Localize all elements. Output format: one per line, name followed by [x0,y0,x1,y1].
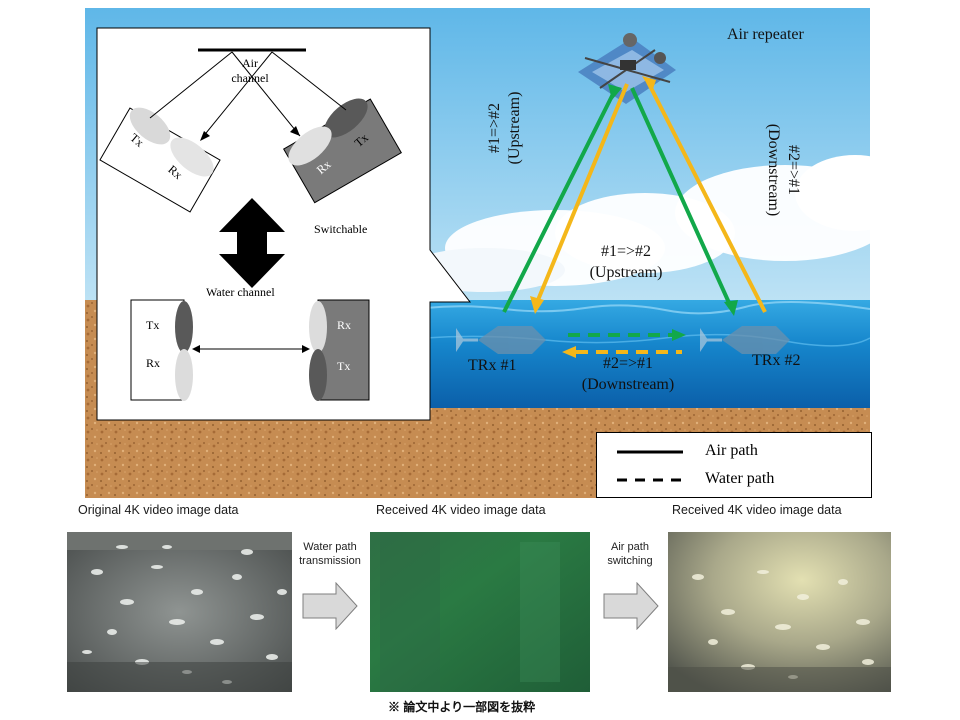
received-air-frame-image [668,532,891,692]
water-left-box [130,299,185,401]
caption-received-air: Received 4K video image data [672,503,842,517]
caption-received-water: Received 4K video image data [376,503,546,517]
legend-box: Air path Water path [596,432,872,498]
air-path-downstream-right [646,81,767,313]
original-video-frame-image [67,532,292,692]
legend-air-path: Air path [705,442,758,459]
downstream-mid-label: #2=>#1(Downstream) [581,355,675,393]
water-rx-right: Rx [337,318,352,332]
drone-icon [578,33,676,104]
trx2-label: TRx #2 [752,352,801,369]
switchable-label: Switchable [314,222,368,236]
air-path-upstream-right [630,87,732,306]
legend-water-path: Water path [705,470,775,487]
air-path-upstream-left [502,91,616,313]
trx2-icon [700,326,790,354]
caption-original: Original 4K video image data [78,503,239,517]
switch-double-arrow-icon [219,198,285,288]
left-transceiver-box [99,107,221,213]
footnote: ※ 論文中より一部図を抜粋 [388,700,536,714]
water-channel-label: Water channel [206,285,275,299]
trx1-label: TRx #1 [468,357,517,374]
water-rx-left: Rx [146,356,161,370]
right-arrow-icon-2 [603,582,659,630]
trx1-icon [456,326,546,354]
upstream-mid-label: #1=>#2(Upstream) [589,243,663,281]
right-arrow-icon [302,582,358,630]
air-repeater-label: Air repeater [727,26,804,43]
received-water-frame-image [370,532,590,692]
water-tx-right: Tx [337,359,351,373]
air-path-downstream-left [536,83,629,301]
water-tx-left: Tx [146,318,160,332]
